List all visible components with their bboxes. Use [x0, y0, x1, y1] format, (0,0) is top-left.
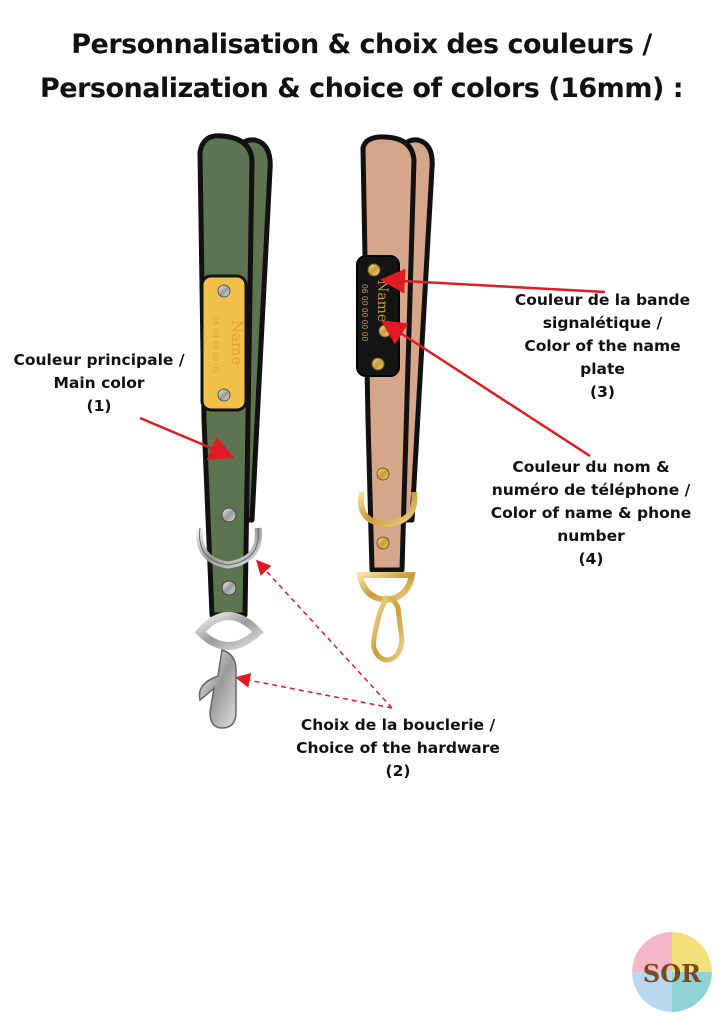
right-plate-rivet-top	[367, 263, 381, 277]
left-strap-rivet-1	[221, 507, 237, 523]
callout-name-plate: Couleur de la bande signalétique / Color…	[500, 289, 705, 404]
right-plate-name: Name	[374, 280, 390, 322]
callout-name-plate-num: (3)	[590, 383, 615, 401]
callout-main-color-en: Main color	[53, 374, 145, 392]
sor-brand-logo-icon: SOR	[632, 932, 712, 1012]
callout-hardware: Choix de la bouclerie / Choice of the ha…	[283, 714, 513, 783]
callout-name-phone: Couleur du nom & numéro de téléphone / C…	[488, 456, 694, 571]
right-plate-rivet-bottom	[371, 357, 385, 371]
arrow-hardware-hook	[235, 672, 393, 709]
right-strap-rivet-1	[376, 467, 390, 481]
left-strap-rivet-2	[221, 580, 237, 596]
callout-main-color-fr: Couleur principale /	[13, 351, 185, 369]
page-title-french: Personnalisation & choix des couleurs /	[71, 29, 652, 60]
right-strap-rivet-2	[376, 536, 390, 550]
callout-name-phone-en2: number	[557, 527, 625, 545]
callout-hardware-fr: Choix de la bouclerie /	[300, 716, 496, 734]
arrow-name-phone	[380, 320, 591, 458]
arrow-main-color	[139, 416, 235, 460]
callout-name-phone-en1: Color of name & phone	[490, 504, 692, 522]
left-swivel-ring	[194, 612, 264, 650]
arrow-name-plate	[380, 268, 606, 294]
callout-name-phone-num: (4)	[578, 550, 604, 568]
right-d-ring	[358, 491, 418, 528]
callout-hardware-num: (2)	[385, 762, 411, 780]
callout-hardware-en: Choice of the hardware	[296, 739, 500, 757]
left-plate-phone: 06 00 00 00 00	[211, 316, 220, 373]
right-plate-phone: 06 00 00 00 00	[360, 284, 369, 341]
left-leash: Name 06 00 00 00 00	[194, 133, 273, 729]
callout-name-plate-fr1: Couleur de la bande	[514, 291, 691, 309]
left-plate-rivet-bottom	[217, 388, 231, 402]
right-snap-hook	[371, 595, 405, 663]
arrow-hardware-ring	[255, 559, 393, 709]
callout-arrows	[139, 268, 606, 709]
left-snap-hook	[198, 649, 237, 729]
page-title-english: Personalization & choice of colors (16mm…	[39, 73, 684, 104]
callout-name-plate-fr2: signalétique /	[542, 314, 663, 332]
callout-main-color: Couleur principale / Main color (1)	[8, 349, 190, 418]
logo-text: SOR	[643, 959, 702, 988]
callout-name-phone-fr2: numéro de téléphone /	[491, 481, 691, 499]
left-name-plate	[200, 274, 248, 412]
right-leash: Name 06 00 00 00 00	[356, 134, 435, 663]
callout-name-phone-fr1: Couleur du nom &	[512, 458, 670, 476]
left-plate-name: Name	[228, 320, 246, 365]
left-plate-rivet-top	[217, 284, 231, 298]
callout-name-plate-en: Color of the name plate	[524, 337, 681, 378]
callout-main-color-num: (1)	[86, 397, 112, 415]
